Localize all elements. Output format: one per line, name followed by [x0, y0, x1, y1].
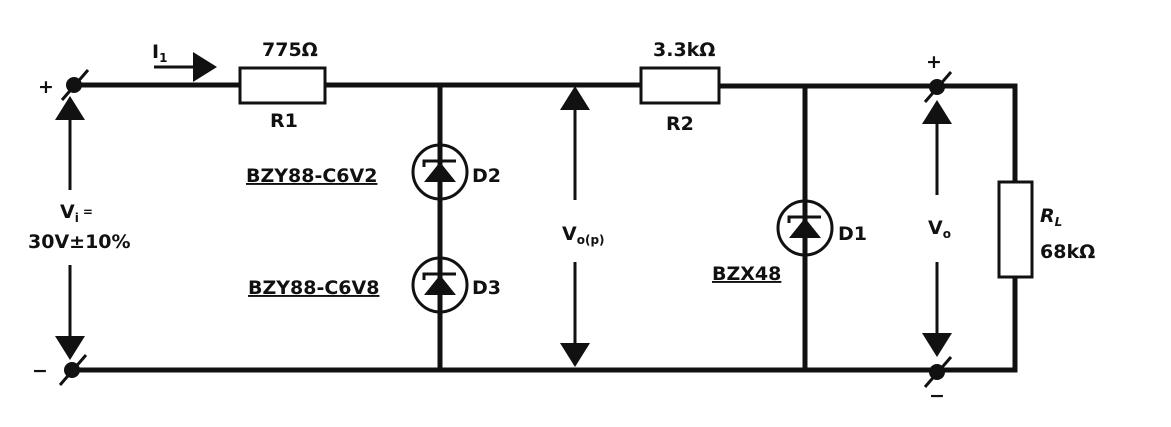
output-plus-terminal: +: [923, 51, 953, 103]
input-minus-terminal: −: [32, 354, 88, 386]
output-voltage-arrow: Vo: [922, 100, 952, 357]
svg-text:30V±10%: 30V±10%: [28, 231, 131, 253]
regulated-voltage-arrow: Vo(p): [560, 86, 605, 367]
svg-text:RL: RL: [1040, 205, 1062, 229]
zener-diode-d1: D1 BZX48: [712, 198, 867, 285]
resistor-r2: 3.3kΩ R2: [639, 39, 721, 135]
input-voltage-arrow: Vi= 30V±10%: [28, 96, 131, 360]
svg-text:−: −: [929, 385, 945, 407]
svg-text:BZY88-C6V8: BZY88-C6V8: [248, 277, 379, 299]
svg-text:+: +: [926, 51, 942, 73]
svg-text:Vo(p): Vo(p): [562, 223, 605, 247]
svg-text:Vi=: Vi=: [60, 201, 93, 225]
svg-text:Vo: Vo: [928, 217, 951, 241]
svg-text:I1: I1: [152, 41, 167, 65]
svg-text:−: −: [32, 360, 48, 382]
zener-diode-d2: BZY88-C6V2 D2: [246, 142, 501, 202]
svg-text:R1: R1: [270, 110, 298, 132]
svg-text:D1: D1: [838, 223, 867, 245]
svg-text:+: +: [38, 76, 54, 98]
input-current-label: I1: [152, 41, 217, 82]
svg-text:BZY88-C6V2: BZY88-C6V2: [246, 165, 377, 187]
svg-text:R2: R2: [666, 113, 694, 135]
wires: [72, 82, 1018, 373]
svg-text:775Ω: 775Ω: [262, 39, 318, 61]
input-plus-terminal: +: [38, 69, 90, 101]
svg-text:3.3kΩ: 3.3kΩ: [653, 39, 715, 61]
resistor-r1: 775Ω R1: [238, 39, 327, 132]
load-resistor-rl: RL 68kΩ: [997, 180, 1095, 279]
svg-text:D3: D3: [472, 277, 501, 299]
zener-diode-d3: BZY88-C6V8 D3: [248, 255, 501, 315]
svg-text:BZX48: BZX48: [712, 263, 781, 285]
svg-text:D2: D2: [472, 165, 501, 187]
svg-text:68kΩ: 68kΩ: [1040, 241, 1095, 263]
output-minus-terminal: −: [923, 356, 953, 407]
